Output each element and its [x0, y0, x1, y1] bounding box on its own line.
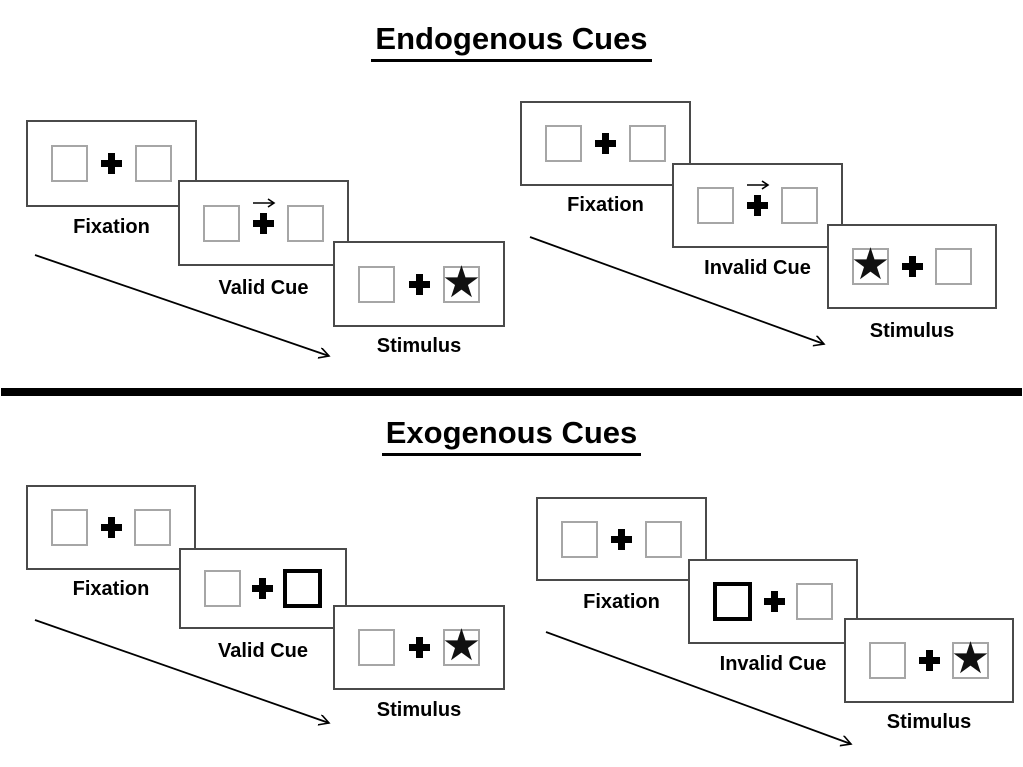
panel-label-fixation: Fixation [73, 216, 150, 238]
panel-label-fixation: Fixation [72, 578, 150, 600]
right-placeholder-box [287, 204, 324, 242]
fixation-cross-icon [901, 256, 923, 277]
fixation-cross-icon [595, 133, 616, 154]
endo-invalid-fixation-panel [520, 101, 691, 186]
panel-label-stimulus: Stimulus [376, 335, 462, 357]
star-icon: ★ [950, 633, 991, 684]
timeline-arrow-exo-valid [34, 619, 329, 723]
left-placeholder-box [561, 520, 598, 558]
endogenous-title: Endogenous Cues [0, 21, 1023, 62]
star-stimulus-box: ★ [951, 637, 990, 681]
left-placeholder-box [869, 642, 906, 679]
panel-label-invalid-cue: Invalid Cue [719, 653, 827, 675]
left-placeholder-box [203, 204, 240, 242]
highlight-cue-box [713, 582, 752, 621]
fixation-cross-icon [918, 650, 940, 671]
endo-valid-cue-panel [178, 180, 349, 266]
star-icon: ★ [850, 239, 891, 290]
exogenous-title: Exogenous Cues [0, 415, 1023, 456]
section-divider [1, 388, 1022, 396]
endogenous-title-text: Endogenous Cues [371, 21, 652, 62]
right-placeholder-box [629, 125, 666, 162]
exo-invalid-fixation-panel [536, 497, 707, 581]
right-placeholder-box [781, 187, 818, 224]
fixation-cross-icon [408, 273, 430, 295]
highlight-cue-box [283, 569, 322, 608]
exo-invalid-cue-panel [688, 559, 858, 644]
fixation-cross-icon [408, 637, 430, 658]
fixation-cross-icon [100, 517, 122, 538]
star-stimulus-box: ★ [851, 243, 890, 287]
right-placeholder-box [134, 509, 171, 546]
fixation-cross-icon [747, 180, 770, 216]
exogenous-title-text: Exogenous Cues [381, 415, 642, 456]
panel-label-valid-cue: Valid Cue [217, 640, 309, 662]
panel-label-stimulus: Stimulus [869, 320, 955, 342]
left-placeholder-box [358, 265, 395, 303]
star-icon: ★ [441, 256, 482, 308]
fixation-cross-icon [101, 153, 122, 174]
exo-invalid-stimulus-panel: ★ [844, 618, 1014, 703]
panel-label-fixation: Fixation [567, 194, 644, 216]
cue-arrow-icon [253, 197, 276, 208]
star-stimulus-box: ★ [442, 260, 481, 304]
endo-valid-fixation-panel [26, 120, 197, 207]
right-placeholder-box [135, 145, 172, 182]
cue-arrow-icon [747, 180, 770, 190]
left-placeholder-box [697, 187, 734, 224]
timeline-arrow-endo-invalid [529, 236, 824, 344]
exo-valid-cue-panel [179, 548, 347, 629]
panel-label-invalid-cue: Invalid Cue [704, 257, 811, 279]
endo-invalid-stimulus-panel: ★ [827, 224, 997, 309]
timeline-arrow-endo-valid [34, 254, 329, 356]
panel-label-valid-cue: Valid Cue [218, 277, 309, 299]
panel-label-fixation: Fixation [583, 591, 660, 613]
right-placeholder-box [935, 248, 972, 285]
fixation-cross-icon [763, 591, 785, 612]
fixation-cross-icon [611, 528, 632, 550]
exo-valid-fixation-panel [26, 485, 196, 570]
exo-valid-stimulus-panel: ★ [333, 605, 505, 690]
left-placeholder-box [545, 125, 582, 162]
left-placeholder-box [51, 509, 88, 546]
left-placeholder-box [204, 570, 241, 607]
right-placeholder-box [796, 583, 833, 620]
right-placeholder-box [645, 520, 682, 558]
panel-label-stimulus: Stimulus [886, 711, 972, 733]
endo-invalid-cue-panel [672, 163, 843, 248]
star-stimulus-box: ★ [442, 624, 481, 668]
panel-label-stimulus: Stimulus [376, 699, 462, 721]
endo-valid-stimulus-panel: ★ [333, 241, 505, 327]
left-placeholder-box [358, 629, 395, 666]
timeline-arrow-exo-invalid [545, 631, 851, 744]
star-icon: ★ [441, 620, 482, 671]
left-placeholder-box [51, 145, 88, 182]
fixation-cross-icon [251, 578, 273, 599]
fixation-cross-icon [253, 197, 276, 234]
